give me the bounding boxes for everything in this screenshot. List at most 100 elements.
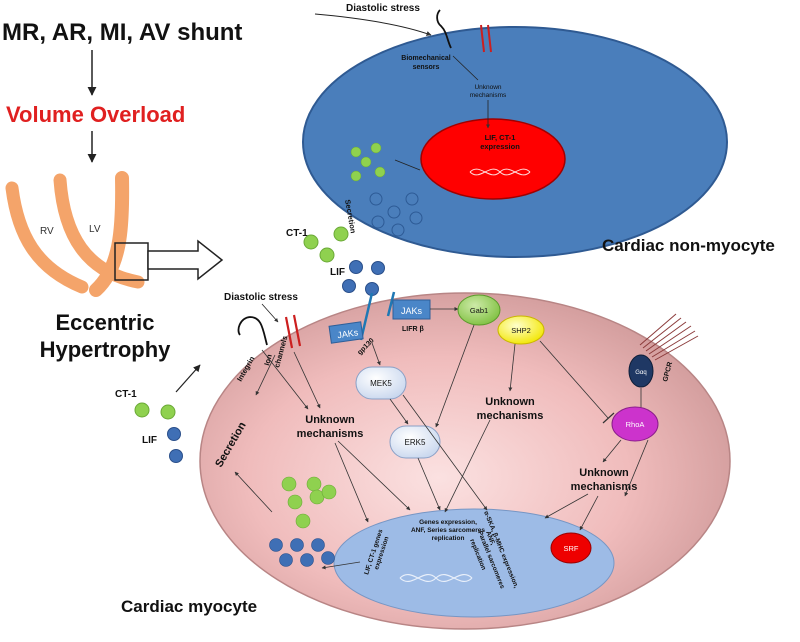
non-myocyte-ct1-cluster <box>350 142 386 182</box>
gp130-stalk <box>359 292 374 341</box>
ct1-vesicle <box>306 476 322 492</box>
lif-vesicle <box>371 215 385 229</box>
mek5-node <box>355 366 407 400</box>
ct1-ligand-left <box>134 402 150 418</box>
nm-unknown-line2: mechanisms <box>470 92 507 99</box>
arrow-gab1-erk5 <box>435 324 475 428</box>
lif-label-left: LIF <box>142 435 157 446</box>
left-ligands: CT-1 LIF <box>115 364 201 463</box>
myocyte-ct1-cluster <box>281 476 337 529</box>
nm-stress-arrow <box>314 13 432 36</box>
ct1-label-left: CT-1 <box>115 389 137 400</box>
srf-label: SRF <box>564 544 579 553</box>
myocyte-cell: Diastolic stress Integrin Ion channels J… <box>121 291 731 630</box>
jaks-label-1: JAKs <box>337 327 360 340</box>
ct1-dot <box>350 146 362 158</box>
jaks-label-2: JAKs <box>401 306 423 316</box>
lif-vesicle <box>387 205 401 219</box>
membrane-to-secretion <box>255 354 276 396</box>
ion-channel-bar-1 <box>480 24 485 53</box>
erk5-label: ERK5 <box>405 438 426 447</box>
srf-node <box>550 532 592 564</box>
non-myocyte-dna-icon <box>469 168 531 176</box>
lif-label-top: LIF <box>330 267 345 278</box>
rhoa-label: RhoA <box>626 420 645 429</box>
volume-overload-label: Volume Overload <box>6 102 185 127</box>
arrow-shp2-unknown <box>508 343 516 392</box>
nuc-genes-line1: Genes expression, <box>419 519 477 526</box>
galpha-label: Gαq <box>635 370 646 376</box>
lif-vesicle <box>369 192 383 206</box>
myo-unknown1-line2: mechanisms <box>297 428 364 440</box>
arrow-unknown1-nucleus <box>337 440 411 511</box>
gpcr-helix <box>651 330 696 358</box>
myo-unknown1-line1: Unknown <box>305 414 355 426</box>
rv-label: RV <box>40 226 54 237</box>
shp2-inhibits-rhoa <box>539 340 609 419</box>
lif-vesicle-myo <box>311 538 325 552</box>
myo-unknown2-line1: Unknown <box>485 396 535 408</box>
sensor-to-unknown <box>452 55 479 81</box>
sensors-line1: Biomechanical <box>401 55 450 62</box>
nm-diastolic-stress: Diastolic stress <box>346 3 420 14</box>
lif-vesicle-myo <box>279 553 293 567</box>
rv-wall <box>5 181 89 294</box>
ion-line1: Ion <box>262 353 274 367</box>
gpcr-helix <box>648 325 692 355</box>
myo-ion-bar-2 <box>292 314 302 347</box>
inhibit-bar <box>602 412 615 424</box>
arrow-rhoa-right <box>624 439 649 497</box>
nucleus-to-secretion <box>394 159 421 171</box>
secretion-arrow <box>234 471 273 513</box>
arrow-unknown2-nucleus <box>444 419 491 513</box>
lv-label: LV <box>89 224 101 235</box>
galpha-node <box>628 354 654 388</box>
myo-stress-arrow <box>261 303 279 323</box>
lif-vesicle <box>409 211 423 225</box>
arrow-membrane-unknown1 <box>293 351 321 409</box>
sensors-line2: sensors <box>413 64 440 71</box>
ct1-ligand <box>319 247 335 263</box>
gpcr-helix <box>645 321 687 352</box>
lif-vesicle-myo <box>269 538 283 552</box>
erk5-node <box>389 425 441 459</box>
ct1-vesicle <box>295 513 311 529</box>
lif-ligand-left <box>167 427 181 441</box>
receptor-ligands: CT-1 LIF <box>286 226 385 296</box>
nuc-alpha-line2: ANF, <box>484 530 496 546</box>
lifr-stalk <box>386 291 396 317</box>
lif-ligand <box>371 261 385 275</box>
nm-expression-line2: expression <box>480 142 520 151</box>
myo-diastolic-stress: Diastolic stress <box>224 292 298 303</box>
arrow-rhoa-unknown3 <box>602 439 622 463</box>
ct1-ligand-left <box>160 404 176 420</box>
arrow-gp130-mek5 <box>371 342 381 366</box>
non-myocyte-title: Cardiac non-myocyte <box>602 236 775 255</box>
lif-vesicle-myo <box>321 551 335 565</box>
ct1-ligand <box>333 226 349 242</box>
shp2-label: SHP2 <box>511 326 531 335</box>
non-myocyte-cell: Diastolic stress Biomechanical sensors U… <box>302 3 775 258</box>
myocyte-lif-cluster <box>269 538 335 567</box>
myo-unknown3-line2: mechanisms <box>571 481 638 493</box>
ct1-dot <box>350 170 362 182</box>
eccentric-to-ligands-arrow <box>175 364 201 393</box>
arrow-unknown3-srf <box>579 495 599 531</box>
outcome-line1: Eccentric <box>55 310 154 335</box>
non-myocyte-nucleus <box>420 118 566 200</box>
lif-ligand-left <box>169 449 183 463</box>
arrow-integrin-unknown1 <box>261 349 309 410</box>
myo-unknown2-line2: mechanisms <box>477 410 544 422</box>
lv-wall <box>89 171 130 297</box>
arrow-mek5-erk5 <box>389 398 409 425</box>
non-myocyte-lif-cluster <box>369 192 423 237</box>
myocyte-dna-icon <box>399 574 473 582</box>
arrow-unknown1-lifgenes <box>334 442 369 523</box>
gpcr-label: GPCR <box>662 361 674 382</box>
arrow-erk5-nucleus <box>417 457 441 511</box>
gpcr-helix <box>639 313 677 346</box>
signaling-arrows <box>261 324 649 570</box>
shp2-node <box>497 315 545 345</box>
gpcr-helix <box>654 335 699 361</box>
